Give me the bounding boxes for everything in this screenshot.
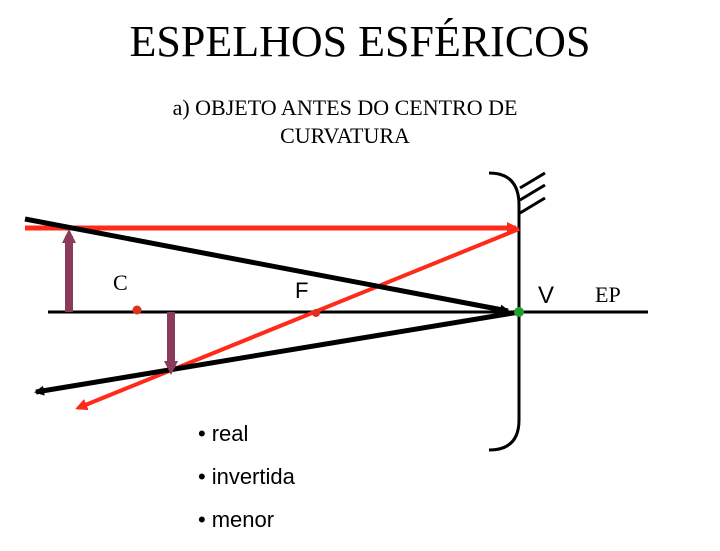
- subtitle-line-2: CURVATURA: [280, 123, 410, 148]
- characteristic-real: real: [198, 422, 295, 465]
- reflected-ray-through-focus: [75, 227, 520, 411]
- slide-title: ESPELHOS ESFÉRICOS: [129, 17, 591, 66]
- center-label: C: [113, 270, 128, 295]
- subtitle-line-1: a) OBJETO ANTES DO CENTRO DE: [172, 95, 518, 120]
- axis-label: EP: [595, 282, 621, 307]
- focus-label: F: [295, 278, 309, 303]
- focus-point: [312, 309, 320, 317]
- characteristic-menor: menor: [198, 508, 295, 551]
- characteristic-invertida: invertida: [198, 465, 295, 508]
- slide-subtitle: a) OBJETO ANTES DO CENTRO DE CURVATURA: [95, 94, 595, 150]
- mirror-hatching: [519, 171, 546, 215]
- vertex-label: V: [538, 282, 555, 309]
- incident-ray-to-vertex: [24, 216, 510, 315]
- image-characteristics-list: real invertida menor: [198, 422, 295, 551]
- reflected-ray-from-vertex: [34, 309, 520, 396]
- center-of-curvature-point: [132, 305, 142, 315]
- vertex-point: [514, 307, 524, 317]
